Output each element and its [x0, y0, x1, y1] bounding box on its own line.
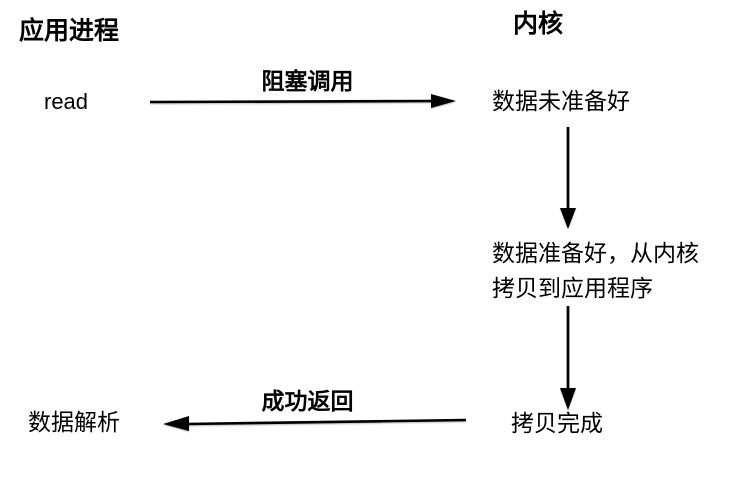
success-return-arrow — [163, 416, 467, 431]
kernel-header: 内核 — [513, 10, 564, 38]
copy-complete-node: 拷贝完成 — [511, 410, 603, 436]
data-parsing-node: 数据解析 — [28, 409, 120, 435]
application-process-header: 应用进程 — [19, 17, 120, 45]
data-not-ready-node: 数据未准备好 — [492, 88, 630, 114]
kernel-step2-arrow — [560, 306, 576, 410]
data-ready-copy-node: 数据准备好，从内核 拷贝到应用程序 — [492, 240, 699, 301]
kernel-step1-arrow — [560, 127, 576, 229]
blocking-call-arrow — [149, 94, 456, 108]
blocking-call-arrow-label: 阻塞调用 — [261, 68, 354, 94]
read-call-node: read — [44, 89, 89, 114]
success-return-arrow-label: 成功返回 — [261, 388, 354, 414]
